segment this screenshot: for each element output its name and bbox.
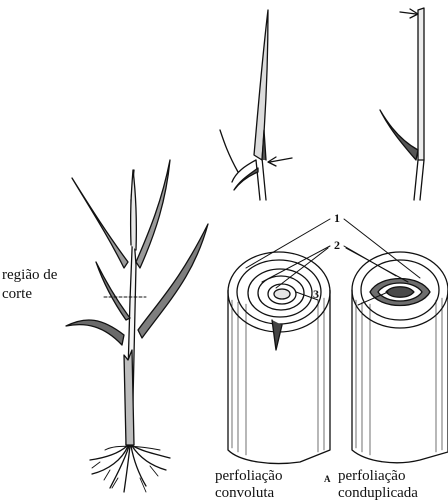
perfoliacao-conduplicada-line1: perfoliação <box>338 468 405 485</box>
shoot-detail-right <box>380 8 424 200</box>
callout-2: 2 <box>334 238 340 253</box>
cross-section-conduplicada <box>352 252 448 463</box>
cut-region-label-line1: região de <box>2 267 57 284</box>
callout-3: 3 <box>313 287 319 302</box>
shoot-detail-left <box>220 10 292 200</box>
whole-plant-illustration <box>66 160 208 492</box>
perfoliacao-convoluta-line1: perfoliação <box>215 468 282 485</box>
cross-section-convoluta <box>228 252 330 464</box>
perfoliacao-convoluta-line2: convoluta <box>215 485 274 502</box>
cut-region-label-line2: corte <box>2 286 32 303</box>
figure-letter: A <box>324 474 331 484</box>
perfoliacao-conduplicada-line2: conduplicada <box>338 485 418 502</box>
callout-1: 1 <box>334 211 340 226</box>
